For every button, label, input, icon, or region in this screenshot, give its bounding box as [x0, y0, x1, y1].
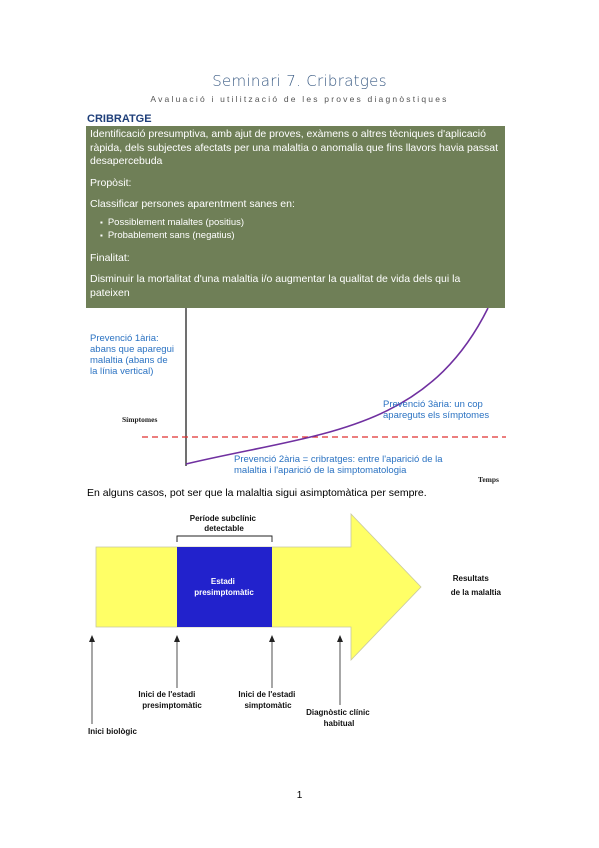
goal-text: Disminuir la mortalitat d'una malaltia i…	[90, 273, 461, 299]
pointer-arrowhead	[337, 635, 343, 642]
list-item: Possiblement malaltes (positius)	[100, 216, 501, 229]
presymptomatic-start-label: Inici de l'estadi presimptomàtic	[138, 690, 202, 710]
definition-text: Identificació presumptiva, amb ajut de p…	[90, 128, 498, 167]
biological-start-label: Inici biològic	[88, 727, 137, 736]
stage-label: Estadi presimptomàtic	[194, 577, 254, 597]
page-subtitle: Avaluació i utilització de les proves di…	[150, 94, 449, 104]
disease-results-label: Resultats de la malaltia	[451, 574, 502, 597]
pointer-arrowhead	[89, 635, 95, 642]
secondary-prevention-label: Prevenció 2ària = cribratges: entre l'ap…	[234, 454, 445, 476]
goal-heading: Finalitat:	[90, 251, 130, 264]
symptomatic-start-label: Inici de l'estadi simptomàtic	[238, 690, 297, 710]
section-heading: CRIBRATGE	[87, 113, 152, 125]
definition-box: Identificació presumptiva, amb ajut de p…	[86, 126, 505, 308]
page-title: Seminari 7. Cribratges	[212, 72, 387, 90]
symptoms-label: Símptomes	[122, 415, 157, 424]
purpose-heading: Propòsit:	[90, 176, 132, 189]
page-number: 1	[296, 790, 303, 801]
pointer-arrowhead	[174, 635, 180, 642]
clinical-diagnosis-label: Diagnòstic clínic habitual	[306, 708, 372, 728]
purpose-text: Classificar persones aparentment sanes e…	[90, 198, 295, 210]
stage-diagram: Estadi presimptomàtic Període subclínic …	[88, 513, 502, 736]
list-item: Probablement sans (negatius)	[100, 229, 501, 242]
pointer-arrowhead	[269, 635, 275, 642]
subclinical-bracket	[176, 535, 273, 542]
disease-progression-curve	[185, 308, 489, 465]
subclinical-period-label: Període subclínic detectable	[190, 514, 258, 533]
tertiary-prevention-label: Prevenció 3ària: un cop apareguts els sí…	[383, 399, 489, 421]
asymptomatic-note: En alguns casos, pot ser que la malaltia…	[87, 487, 427, 499]
primary-prevention-label: Prevenció 1ària: abans que aparegui mala…	[90, 333, 177, 377]
time-axis-label: Temps	[478, 475, 499, 484]
prevention-chart: Prevenció 1ària: abans que aparegui mala…	[90, 308, 506, 484]
purpose-list: Possiblement malaltes (positius) Probabl…	[100, 216, 501, 242]
presymptomatic-stage-box	[177, 547, 272, 627]
